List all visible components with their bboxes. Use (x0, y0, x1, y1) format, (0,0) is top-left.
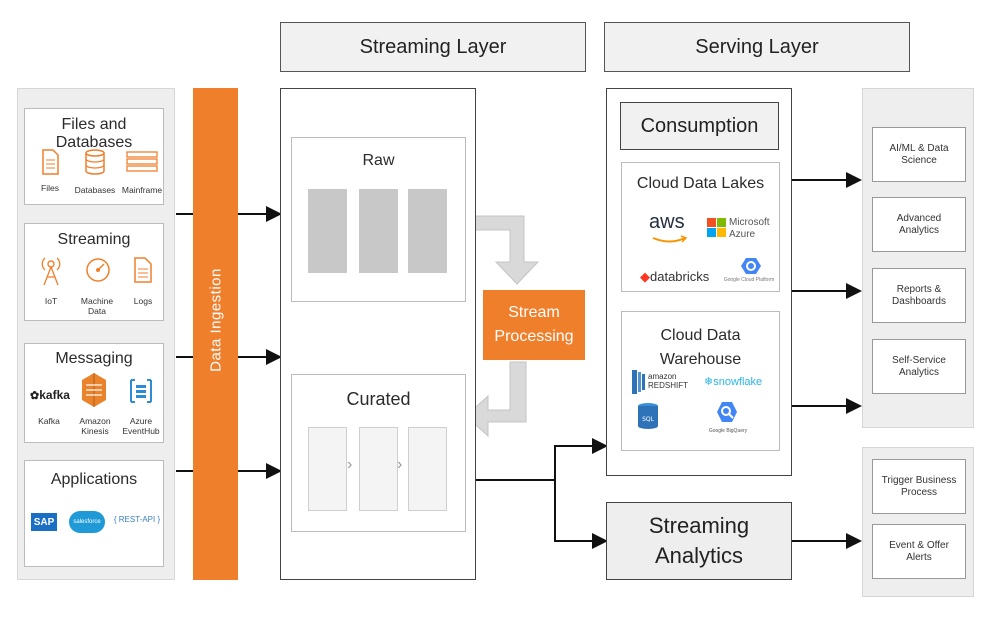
source-item-label: Amazon Kinesis (79, 416, 111, 436)
databricks-logo-text: databricks (650, 269, 710, 284)
eventhub-icon (130, 379, 152, 403)
database-icon (85, 149, 105, 175)
cloud-data-warehouse: Cloud Data Warehouse amazon REDSHIFT ❄sn… (621, 311, 780, 451)
chevron-right-icon: › (397, 456, 403, 473)
kafka-logo-text: kafka (39, 388, 70, 402)
streaming-layer-title: Streaming Layer (359, 35, 507, 58)
iot-antenna-icon (41, 257, 61, 286)
output-advanced-analytics: Advanced Analytics (872, 197, 966, 252)
kinesis-icon (82, 373, 106, 407)
bigquery-icon (717, 402, 737, 422)
aws-smile-icon (652, 235, 688, 243)
data-ingestion-label: Data Ingestion (207, 268, 224, 372)
source-title: Files and Databases (55, 116, 133, 151)
curated-partition (359, 427, 398, 511)
curated-partition (308, 427, 347, 511)
raw-partition (408, 189, 447, 273)
output-reports-dashboards: Reports & Dashboards (872, 268, 966, 323)
google-cloud-icon (741, 258, 761, 274)
svg-text:SQL: SQL (642, 416, 655, 423)
cloud-dwh-title-line2: Warehouse (659, 351, 742, 368)
consumption-title: Consumption (640, 114, 759, 137)
source-item-label: Azure EventHub (122, 416, 160, 436)
output-label: Advanced Analytics (896, 212, 942, 236)
source-item-label: Databases (74, 185, 116, 195)
curated-title: Curated (346, 389, 411, 409)
cloud-data-lakes: Cloud Data Lakes aws Microsoft Azure ◆da… (621, 162, 780, 292)
source-applications: Applications SAP salesforce { REST-API } (24, 460, 164, 567)
streaming-analytics-box: Streaming Analytics (606, 502, 792, 580)
stream-processing-label: Stream Processing (494, 304, 574, 345)
aws-logo: aws (649, 211, 685, 233)
files-icon (42, 149, 59, 175)
sap-logo: SAP (31, 513, 57, 531)
source-messaging: Messaging ✿kafka Kafka Amazon Kinesis Az… (24, 343, 164, 443)
source-title: Messaging (55, 350, 133, 367)
microsoft-logo-icon (707, 218, 726, 237)
source-item-label: Mainframe (121, 185, 163, 195)
gauge-icon (86, 258, 110, 282)
arrow-curated-to-streaming-analytics (554, 480, 608, 549)
source-streaming: Streaming IoT Machine Data Logs (24, 223, 164, 321)
serving-layer-title: Serving Layer (695, 35, 819, 58)
redshift-logo: amazon REDSHIFT (648, 372, 688, 390)
data-ingestion-bar: Data Ingestion (193, 88, 238, 580)
source-item-label: IoT (44, 296, 58, 306)
azure-logo: Microsoft Azure (729, 217, 770, 240)
databricks-logo: ◆databricks (640, 269, 710, 284)
rest-api-logo: { REST-API } (113, 515, 161, 524)
logs-icon (134, 257, 152, 283)
salesforce-logo: salesforce (69, 511, 105, 533)
cloud-data-lakes-title: Cloud Data Lakes (636, 175, 765, 192)
source-item-label: Logs (133, 296, 153, 306)
raw-title: Raw (362, 152, 395, 169)
mainframe-icon (126, 151, 158, 172)
source-title: Applications (50, 471, 138, 488)
output-trigger-business-process: Trigger Business Process (872, 459, 966, 514)
stream-processing-box: Stream Processing (483, 290, 585, 360)
output-label: Self-Service Analytics (892, 354, 946, 378)
raw-partition (359, 189, 398, 273)
output-self-service-analytics: Self-Service Analytics (872, 339, 966, 394)
chevron-right-icon: › (347, 456, 353, 473)
arrow-curated-to-serving (466, 438, 608, 481)
consumption-header: Consumption (620, 102, 779, 150)
curated-partition (408, 427, 447, 511)
output-aiml-data-science: AI/ML & Data Science (872, 127, 966, 182)
source-item-label: Kafka (38, 416, 60, 426)
snowflake-logo: ❄snowflake (704, 376, 763, 388)
kafka-logo: ✿kafka (30, 388, 70, 402)
snowflake-logo-text: snowflake (713, 376, 763, 388)
output-label: Event & Offer Alerts (889, 539, 949, 563)
bigquery-logo: Google BigQuery (708, 428, 748, 434)
source-files-databases: Files and Databases Files Databases Main… (24, 108, 164, 205)
chevron-right-icon: › (348, 222, 353, 237)
sql-database-icon: SQL (638, 403, 658, 429)
serving-layer-header: Serving Layer (604, 22, 910, 72)
arrow-raw-to-processing (465, 215, 540, 285)
source-item-label: Machine Data (80, 296, 114, 316)
output-label: AI/ML & Data Science (889, 142, 949, 166)
google-cloud-platform-logo: Google Cloud Platform (723, 277, 775, 283)
raw-partition (308, 189, 347, 273)
output-label: Trigger Business Process (881, 474, 957, 498)
redshift-icon (632, 370, 645, 394)
cloud-data-warehouse-title: Cloud Data Warehouse (622, 324, 779, 372)
streaming-analytics-line1: Streaming (648, 513, 750, 538)
source-item-label: Files (41, 183, 59, 193)
output-event-offer-alerts: Event & Offer Alerts (872, 524, 966, 579)
source-title: Streaming (57, 231, 131, 248)
streaming-layer-header: Streaming Layer (280, 22, 586, 72)
chevron-right-icon: › (398, 222, 403, 237)
output-label: Reports & Dashboards (892, 283, 946, 307)
cloud-dwh-title-line1: Cloud Data (660, 327, 741, 344)
streaming-analytics-line2: Analytics (654, 543, 744, 568)
